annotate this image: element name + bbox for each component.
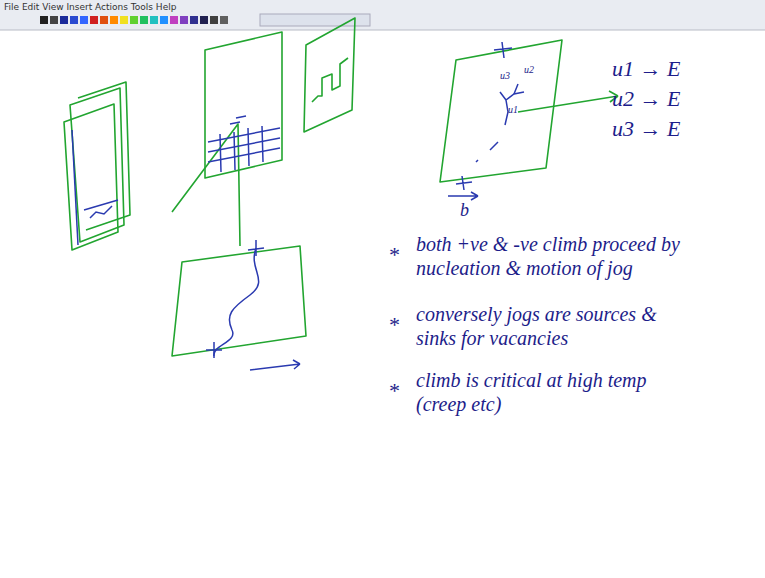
- menu-bar-text: File Edit View Insert Actions Tools Help: [4, 2, 176, 13]
- note-text: conversely jogs are sources & sinks for …: [416, 302, 686, 350]
- note-text: climb is critical at high temp (creep et…: [416, 368, 696, 416]
- vector-label: u3: [500, 70, 510, 82]
- energy-relation: u2 → E: [612, 86, 680, 112]
- bullet-mark: *: [388, 378, 399, 404]
- energy-relation: u3 → E: [612, 116, 680, 142]
- bullet-mark: *: [388, 312, 399, 338]
- note-text: both +ve & -ve climb proceed by nucleati…: [416, 232, 716, 280]
- color-palette: [40, 14, 370, 26]
- vector-label: u2: [524, 64, 534, 76]
- toolbar: [0, 0, 765, 30]
- bullet-mark: *: [388, 242, 399, 268]
- toolbar-border: [0, 30, 765, 31]
- burgers-vector-label: b: [460, 200, 469, 222]
- vector-label: u1: [508, 104, 518, 116]
- energy-relation: u1 → E: [612, 56, 680, 82]
